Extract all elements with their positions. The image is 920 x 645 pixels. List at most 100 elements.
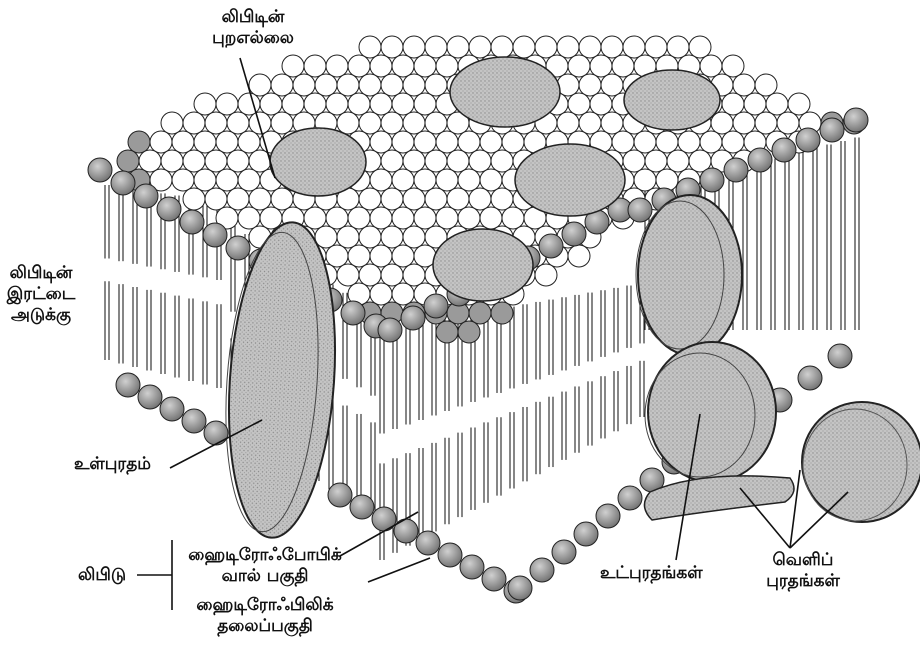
lipid-head [271, 188, 293, 210]
lipid-head [348, 207, 370, 229]
lipid-head [480, 207, 502, 229]
lipid-head [117, 150, 139, 172]
lipid-head-edge [134, 184, 158, 208]
lipid-head [403, 150, 425, 172]
lipid-head-edge [203, 223, 227, 247]
lipid-head [172, 169, 194, 191]
lipid-head-edge [424, 294, 448, 318]
label-inner-protein-text: உள்புரதம் [74, 454, 151, 474]
lipid-head [216, 169, 238, 191]
lipid-head [381, 226, 403, 248]
label-hydrophilic-head-line1: ஹைடிரோஃபிலிக் [180, 595, 350, 616]
label-inner-protein: உள்புரதம் [74, 454, 151, 475]
lipid-head [469, 36, 491, 58]
lipid-head [282, 55, 304, 77]
lipid-head-edge [748, 148, 772, 172]
lipid-head [304, 55, 326, 77]
lipid-head [436, 207, 458, 229]
label-lipid-bilayer-line2: இரட்டை [2, 284, 80, 305]
lipid-head [469, 302, 491, 324]
lipid-head [403, 74, 425, 96]
peripheral-protein-rod [644, 476, 794, 520]
lipid-head [414, 131, 436, 153]
lipid-head [359, 226, 381, 248]
lipid-head [568, 245, 590, 267]
lipid-head [447, 150, 469, 172]
label-hydrophilic-head: ஹைடிரோஃபிலிக் தலைப்பகுதி [180, 595, 350, 637]
lipid-head [634, 131, 656, 153]
lipid-head-edge [157, 197, 181, 221]
lipid-head [535, 264, 557, 286]
lipid-head [656, 131, 678, 153]
lipid-head-bottom [596, 504, 620, 528]
lipid-head [392, 245, 414, 267]
lipid-head [425, 112, 447, 134]
lipid-head [447, 36, 469, 58]
lipid-head [645, 150, 667, 172]
lipid-head [700, 131, 722, 153]
lipid-head [700, 55, 722, 77]
lipid-head [403, 264, 425, 286]
lipid-head [216, 131, 238, 153]
lipid-head [304, 93, 326, 115]
lipid-head [337, 226, 359, 248]
lipid-head-edge [341, 301, 365, 325]
label-lipid-boundary-line2: புறஎல்லை [193, 28, 313, 49]
lipid-head [590, 55, 612, 77]
lipid-head [403, 112, 425, 134]
lipid-head [326, 207, 348, 229]
lipid-head [535, 36, 557, 58]
lipid-head [722, 55, 744, 77]
lipid-head [183, 188, 205, 210]
lipid-head [557, 112, 579, 134]
lipid-head [359, 264, 381, 286]
lipid-head [579, 74, 601, 96]
lipid-head [414, 169, 436, 191]
lipid-head-edge [796, 128, 820, 152]
lipid-head [359, 188, 381, 210]
lipid-head-bottom [138, 385, 162, 409]
lipid-head [238, 207, 260, 229]
lipid-head-bottom [372, 507, 396, 531]
label-integral-proteins-text: உட்புரதங்கள் [600, 563, 703, 583]
lipid-head-bottom [160, 397, 184, 421]
lipid-head [425, 36, 447, 58]
lipid-head [205, 112, 227, 134]
lipid-head [447, 188, 469, 210]
label-peripheral-proteins-line2: புரதங்கள் [748, 571, 858, 592]
lipid-head [436, 321, 458, 343]
lipid-head [469, 150, 491, 172]
lipid-head-edge [180, 210, 204, 234]
lipid-head [128, 131, 150, 153]
lipid-head [304, 207, 326, 229]
lipid-head [425, 150, 447, 172]
lipid-head [227, 188, 249, 210]
lipid-head [579, 112, 601, 134]
label-lipid-text: லிபிடு [78, 565, 126, 585]
lipid-head-edge [628, 198, 652, 222]
lipid-head [315, 74, 337, 96]
lipid-head [568, 93, 590, 115]
lipid-head [161, 150, 183, 172]
lipid-head [425, 74, 447, 96]
lipid-head [392, 169, 414, 191]
lipid-head [403, 36, 425, 58]
lipid-head [359, 36, 381, 58]
surface-protein-top-1 [270, 128, 366, 196]
lipid-head [436, 131, 458, 153]
lipid-head [348, 245, 370, 267]
lipid-head [227, 150, 249, 172]
lipid-head [381, 112, 403, 134]
lipid-head [392, 93, 414, 115]
lipid-head [788, 93, 810, 115]
lipid-head-edge [111, 171, 135, 195]
lipid-head [348, 93, 370, 115]
lipid-head [359, 112, 381, 134]
lipid-head-edge [724, 158, 748, 182]
lipid-head [381, 264, 403, 286]
lipid-head [359, 74, 381, 96]
lipid-head [436, 55, 458, 77]
lipid-head-bottom [350, 495, 374, 519]
lipid-head [590, 93, 612, 115]
